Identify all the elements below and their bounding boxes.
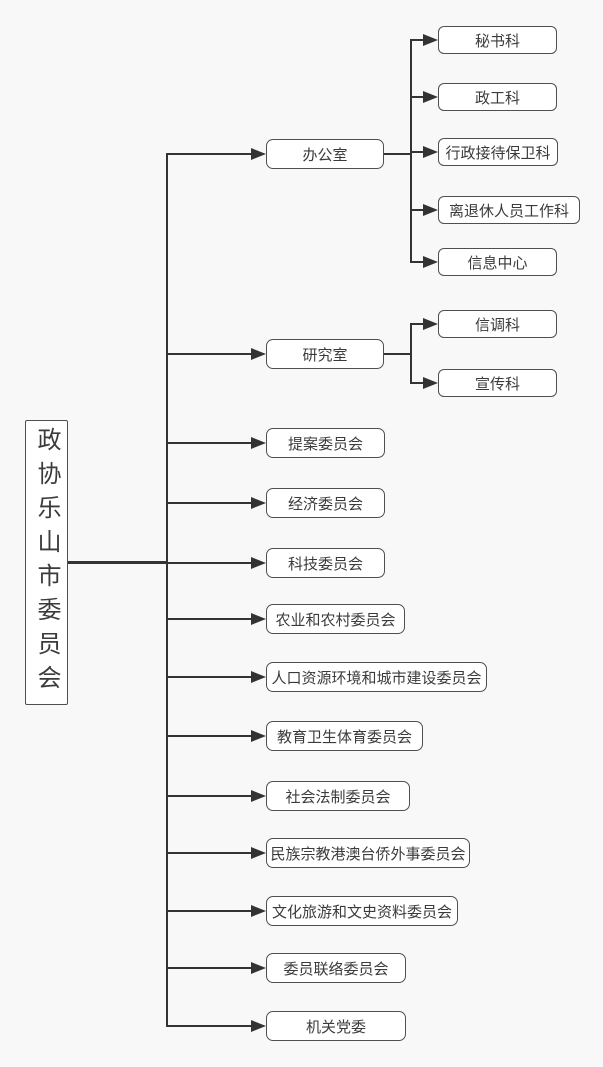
node-research-office: 研究室	[266, 339, 384, 369]
node-information-survey-section: 信调科	[438, 310, 557, 338]
arrow-right-icon	[423, 146, 438, 158]
arrow-right-icon	[251, 348, 266, 360]
connector-line	[384, 153, 411, 155]
arrow-right-icon	[251, 847, 266, 859]
connector-line	[384, 353, 411, 355]
arrow-right-icon	[251, 730, 266, 742]
node-agriculture-rural-committee: 农业和农村委员会	[266, 604, 405, 634]
node-organ-party-committee: 机关党委	[266, 1011, 406, 1041]
connector-line	[166, 910, 252, 912]
arrow-right-icon	[423, 91, 438, 103]
arrow-right-icon	[251, 148, 266, 160]
connector-line	[411, 39, 424, 41]
connector-line	[411, 209, 424, 211]
connector-line	[410, 323, 412, 384]
node-economic-committee: 经济委员会	[266, 488, 385, 518]
node-publicity-section: 宣传科	[438, 369, 557, 397]
connector-line	[411, 323, 424, 325]
arrow-right-icon	[251, 497, 266, 509]
node-proposal-committee: 提案委员会	[266, 428, 385, 458]
arrow-right-icon	[251, 671, 266, 683]
connector-line	[166, 618, 252, 620]
arrow-right-icon	[251, 557, 266, 569]
arrow-right-icon	[423, 377, 438, 389]
connector-line	[166, 852, 252, 854]
node-root-cppcc-leshan: 政协乐山市委员会	[25, 420, 68, 705]
arrow-right-icon	[423, 34, 438, 46]
arrow-right-icon	[423, 318, 438, 330]
node-secretary-section: 秘书科	[438, 26, 557, 54]
connector-line	[166, 562, 252, 564]
node-social-legal-committee: 社会法制委员会	[266, 781, 410, 811]
connector-line	[411, 382, 424, 384]
node-ethnic-religion-hk-mo-tw-overseas-foreign-affairs-committee: 民族宗教港澳台侨外事委员会	[266, 838, 470, 868]
node-admin-reception-security-section: 行政接待保卫科	[438, 138, 558, 166]
node-education-health-sports-committee: 教育卫生体育委员会	[266, 721, 423, 751]
connector-line	[166, 153, 252, 155]
connector-line	[411, 96, 424, 98]
node-retired-staff-section: 离退休人员工作科	[438, 196, 580, 224]
connector-line	[166, 967, 252, 969]
connector-line	[411, 261, 424, 263]
connector-line	[166, 676, 252, 678]
connector-line	[166, 795, 252, 797]
connector-line	[411, 151, 424, 153]
connector-line	[68, 561, 167, 564]
arrow-right-icon	[251, 790, 266, 802]
node-member-liaison-committee: 委员联络委员会	[266, 953, 406, 983]
arrow-right-icon	[251, 905, 266, 917]
node-population-resources-env-urban-committee: 人口资源环境和城市建设委员会	[266, 662, 487, 692]
connector-line	[166, 353, 252, 355]
arrow-right-icon	[251, 613, 266, 625]
trunk-line	[166, 154, 168, 1027]
arrow-right-icon	[251, 1020, 266, 1032]
connector-line	[166, 1025, 252, 1027]
arrow-right-icon	[251, 437, 266, 449]
node-sci-tech-committee: 科技委员会	[266, 548, 385, 578]
arrow-right-icon	[423, 256, 438, 268]
connector-line	[166, 502, 252, 504]
arrow-right-icon	[251, 962, 266, 974]
node-information-center: 信息中心	[438, 248, 557, 276]
node-political-work-section: 政工科	[438, 83, 557, 111]
connector-line	[166, 442, 252, 444]
connector-line	[166, 735, 252, 737]
node-general-office: 办公室	[266, 139, 384, 169]
node-culture-tourism-history-committee: 文化旅游和文史资料委员会	[266, 896, 458, 926]
arrow-right-icon	[423, 204, 438, 216]
